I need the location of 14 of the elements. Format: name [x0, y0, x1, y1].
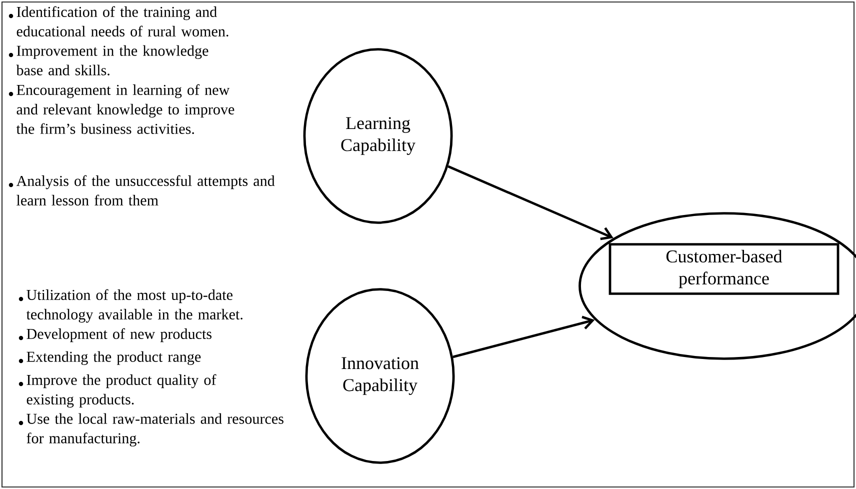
arrow	[448, 165, 614, 240]
bullet-item: Encouragement in learning of new and relevant knowledge to improve the firm’s business activities.	[16, 84, 234, 134]
bullet-item: Development of new products	[26, 328, 212, 342]
bullet-item: Utilization of the most up-to-date technology available in the market.	[26, 289, 242, 323]
bullet-item: Use the local raw-materials and resources for manufacturing.	[26, 413, 284, 446]
bullet-item: Improve the product quality of existing products.	[26, 374, 216, 408]
process-box: Customer-based performance	[608, 243, 840, 295]
arrow	[452, 316, 595, 358]
bullet-item: Identification of the training and educational needs of rural women.	[16, 6, 228, 37]
circle-node: Innovation Capability	[305, 288, 455, 464]
bullet-item: Extending the product range	[26, 351, 201, 365]
bullet-item: Analysis of the unsuccessful attempts and learn lesson from them	[16, 175, 275, 206]
circle-node: Learning Capability	[303, 48, 453, 224]
bullet-item: Improvement in the knowledge base and skills.	[16, 45, 208, 76]
